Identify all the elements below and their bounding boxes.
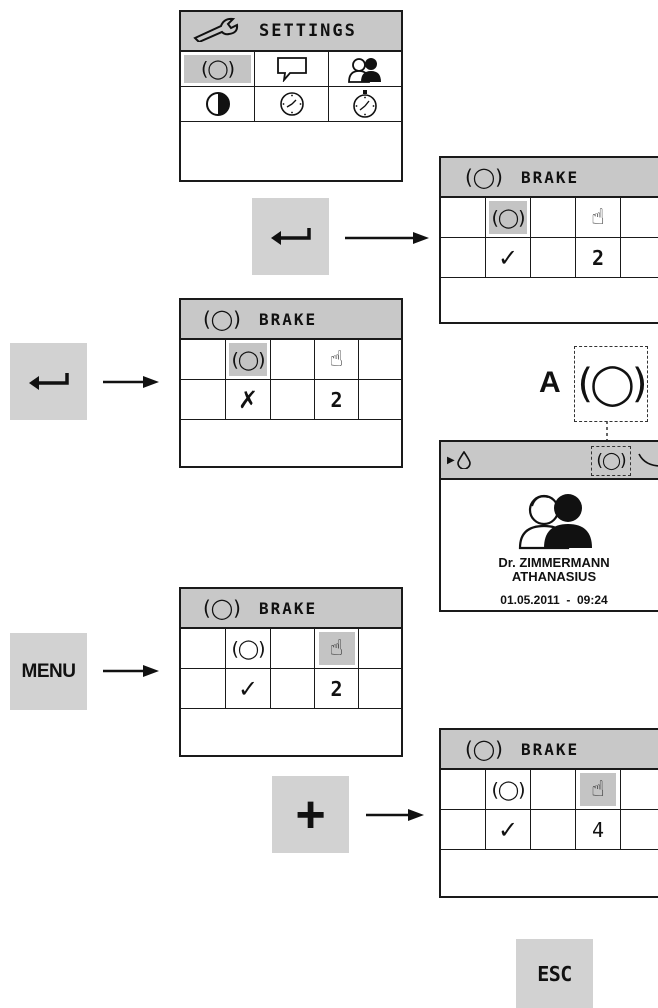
- user-avatar-icon: [518, 494, 592, 550]
- date-time: 01.05.2011 - 09:24: [500, 593, 608, 607]
- wrench-icon: [191, 16, 249, 46]
- esc-key[interactable]: ESC: [516, 939, 593, 1008]
- callout-box: (◯): [574, 346, 648, 422]
- settings-contrast-cell[interactable]: [181, 87, 255, 122]
- plus-key[interactable]: +: [272, 776, 349, 853]
- drop-icon: [456, 451, 471, 469]
- settings-brake-cell[interactable]: (◯): [181, 52, 255, 87]
- settings-header: SETTINGS: [181, 12, 401, 52]
- brake-status-cell[interactable]: ✓: [486, 238, 531, 278]
- hand-brake-cell[interactable]: ☝: [576, 198, 621, 238]
- brake-icon: (◯): [231, 637, 265, 660]
- brake-title: BRAKE: [521, 739, 580, 759]
- brake-screen-3: (◯) BRAKE (◯) ☝ ✓ 2: [179, 587, 403, 757]
- menu-key-label: MENU: [21, 660, 76, 682]
- brake-mode-cell[interactable]: (◯): [486, 198, 531, 238]
- cross-icon: ✗: [237, 385, 259, 414]
- arrow-right-icon: [103, 665, 159, 677]
- brake-value-cell[interactable]: 4: [576, 810, 621, 850]
- brake-header: (◯) BRAKE: [441, 158, 658, 198]
- contrast-icon: [205, 92, 230, 116]
- brake-value-cell[interactable]: 2: [315, 380, 359, 420]
- settings-screen: SETTINGS (◯): [179, 10, 403, 182]
- brake-value: 4: [591, 817, 605, 842]
- home-header: ▶ (◯): [441, 442, 658, 480]
- arrow-right-icon: [345, 232, 429, 244]
- hand-icon: ☝: [329, 347, 344, 372]
- settings-message-cell[interactable]: [255, 52, 329, 87]
- settings-stopwatch-cell[interactable]: [329, 87, 401, 122]
- check-icon: ✓: [237, 674, 259, 703]
- settings-title: SETTINGS: [259, 21, 357, 41]
- brake-title: BRAKE: [521, 167, 580, 187]
- brake-mode-cell[interactable]: (◯): [486, 770, 531, 810]
- brake-screen-4: (◯) BRAKE (◯) ☝ ✓ 4: [439, 728, 658, 898]
- brake-value: 2: [330, 676, 343, 701]
- user-name-line1: Dr. ZIMMERMANN: [498, 555, 610, 570]
- esc-key-label: ESC: [537, 961, 572, 986]
- incline-icon: [638, 453, 658, 467]
- brake-status-cell[interactable]: ✗: [226, 380, 271, 420]
- brake-mode-cell[interactable]: (◯): [226, 340, 271, 380]
- brake-status-cell[interactable]: ✓: [486, 810, 531, 850]
- stopwatch-icon: [353, 90, 377, 118]
- brake-screen-1: (◯) BRAKE (◯) ☝ ✓ 2: [439, 156, 658, 324]
- brake-mode-cell[interactable]: (◯): [226, 629, 271, 669]
- play-icon: ▶: [447, 454, 455, 466]
- settings-users-cell[interactable]: [329, 52, 401, 87]
- enter-key[interactable]: [252, 198, 329, 275]
- hand-icon: ☝: [591, 777, 605, 802]
- home-screen: ▶ (◯) Dr. ZIMMERMANN ATHANASIUS 01.05.20…: [439, 440, 658, 612]
- users-icon: [348, 58, 381, 83]
- user-name-line2: ATHANASIUS: [511, 569, 597, 584]
- brake-icon: (◯): [491, 778, 525, 801]
- settings-grid: (◯): [181, 52, 401, 122]
- brake-header: (◯) BRAKE: [181, 589, 401, 629]
- brake-value-cell[interactable]: 2: [576, 238, 621, 278]
- clock-icon: [279, 92, 304, 116]
- plus-key-label: +: [295, 785, 326, 844]
- brake-screen-2: (◯) BRAKE (◯) ☝ ✗ 2: [179, 298, 403, 468]
- hand-brake-cell[interactable]: ☝: [315, 629, 359, 669]
- brake-icon: (◯): [465, 737, 503, 761]
- brake-header: (◯) BRAKE: [441, 730, 658, 770]
- check-icon: ✓: [497, 815, 519, 844]
- brake-value: 2: [591, 245, 605, 270]
- enter-arrow-icon: [28, 372, 69, 390]
- arrow-right-icon: [366, 809, 424, 821]
- callout-label: A: [539, 366, 561, 399]
- brake-title: BRAKE: [259, 598, 318, 618]
- brake-icon: (◯): [596, 451, 626, 471]
- enter-arrow-icon: [270, 227, 311, 245]
- brake-icon: (◯): [200, 58, 235, 80]
- brake-value-cell[interactable]: 2: [315, 669, 359, 709]
- brake-status-cell[interactable]: ✓: [226, 669, 271, 709]
- hand-brake-cell[interactable]: ☝: [576, 770, 621, 810]
- callout-leader-line: [606, 421, 608, 449]
- menu-key[interactable]: MENU: [10, 633, 87, 710]
- brake-value: 2: [330, 387, 343, 412]
- brake-header: (◯) BRAKE: [181, 300, 401, 340]
- arrow-right-icon: [103, 376, 159, 388]
- enter-key[interactable]: [10, 343, 87, 420]
- hand-brake-cell[interactable]: ☝: [315, 340, 359, 380]
- brake-icon: (◯): [203, 307, 241, 331]
- settings-clock-cell[interactable]: [255, 87, 329, 122]
- check-icon: ✓: [497, 243, 519, 272]
- hand-icon: ☝: [329, 636, 344, 661]
- brake-icon: (◯): [491, 206, 525, 229]
- brake-title: BRAKE: [259, 309, 318, 329]
- brake-icon: (◯): [203, 596, 241, 620]
- speech-bubble-icon: [276, 57, 307, 82]
- hand-icon: ☝: [591, 205, 605, 230]
- brake-icon: (◯): [465, 165, 503, 189]
- brake-icon: (◯): [577, 361, 648, 407]
- brake-icon: (◯): [231, 348, 265, 371]
